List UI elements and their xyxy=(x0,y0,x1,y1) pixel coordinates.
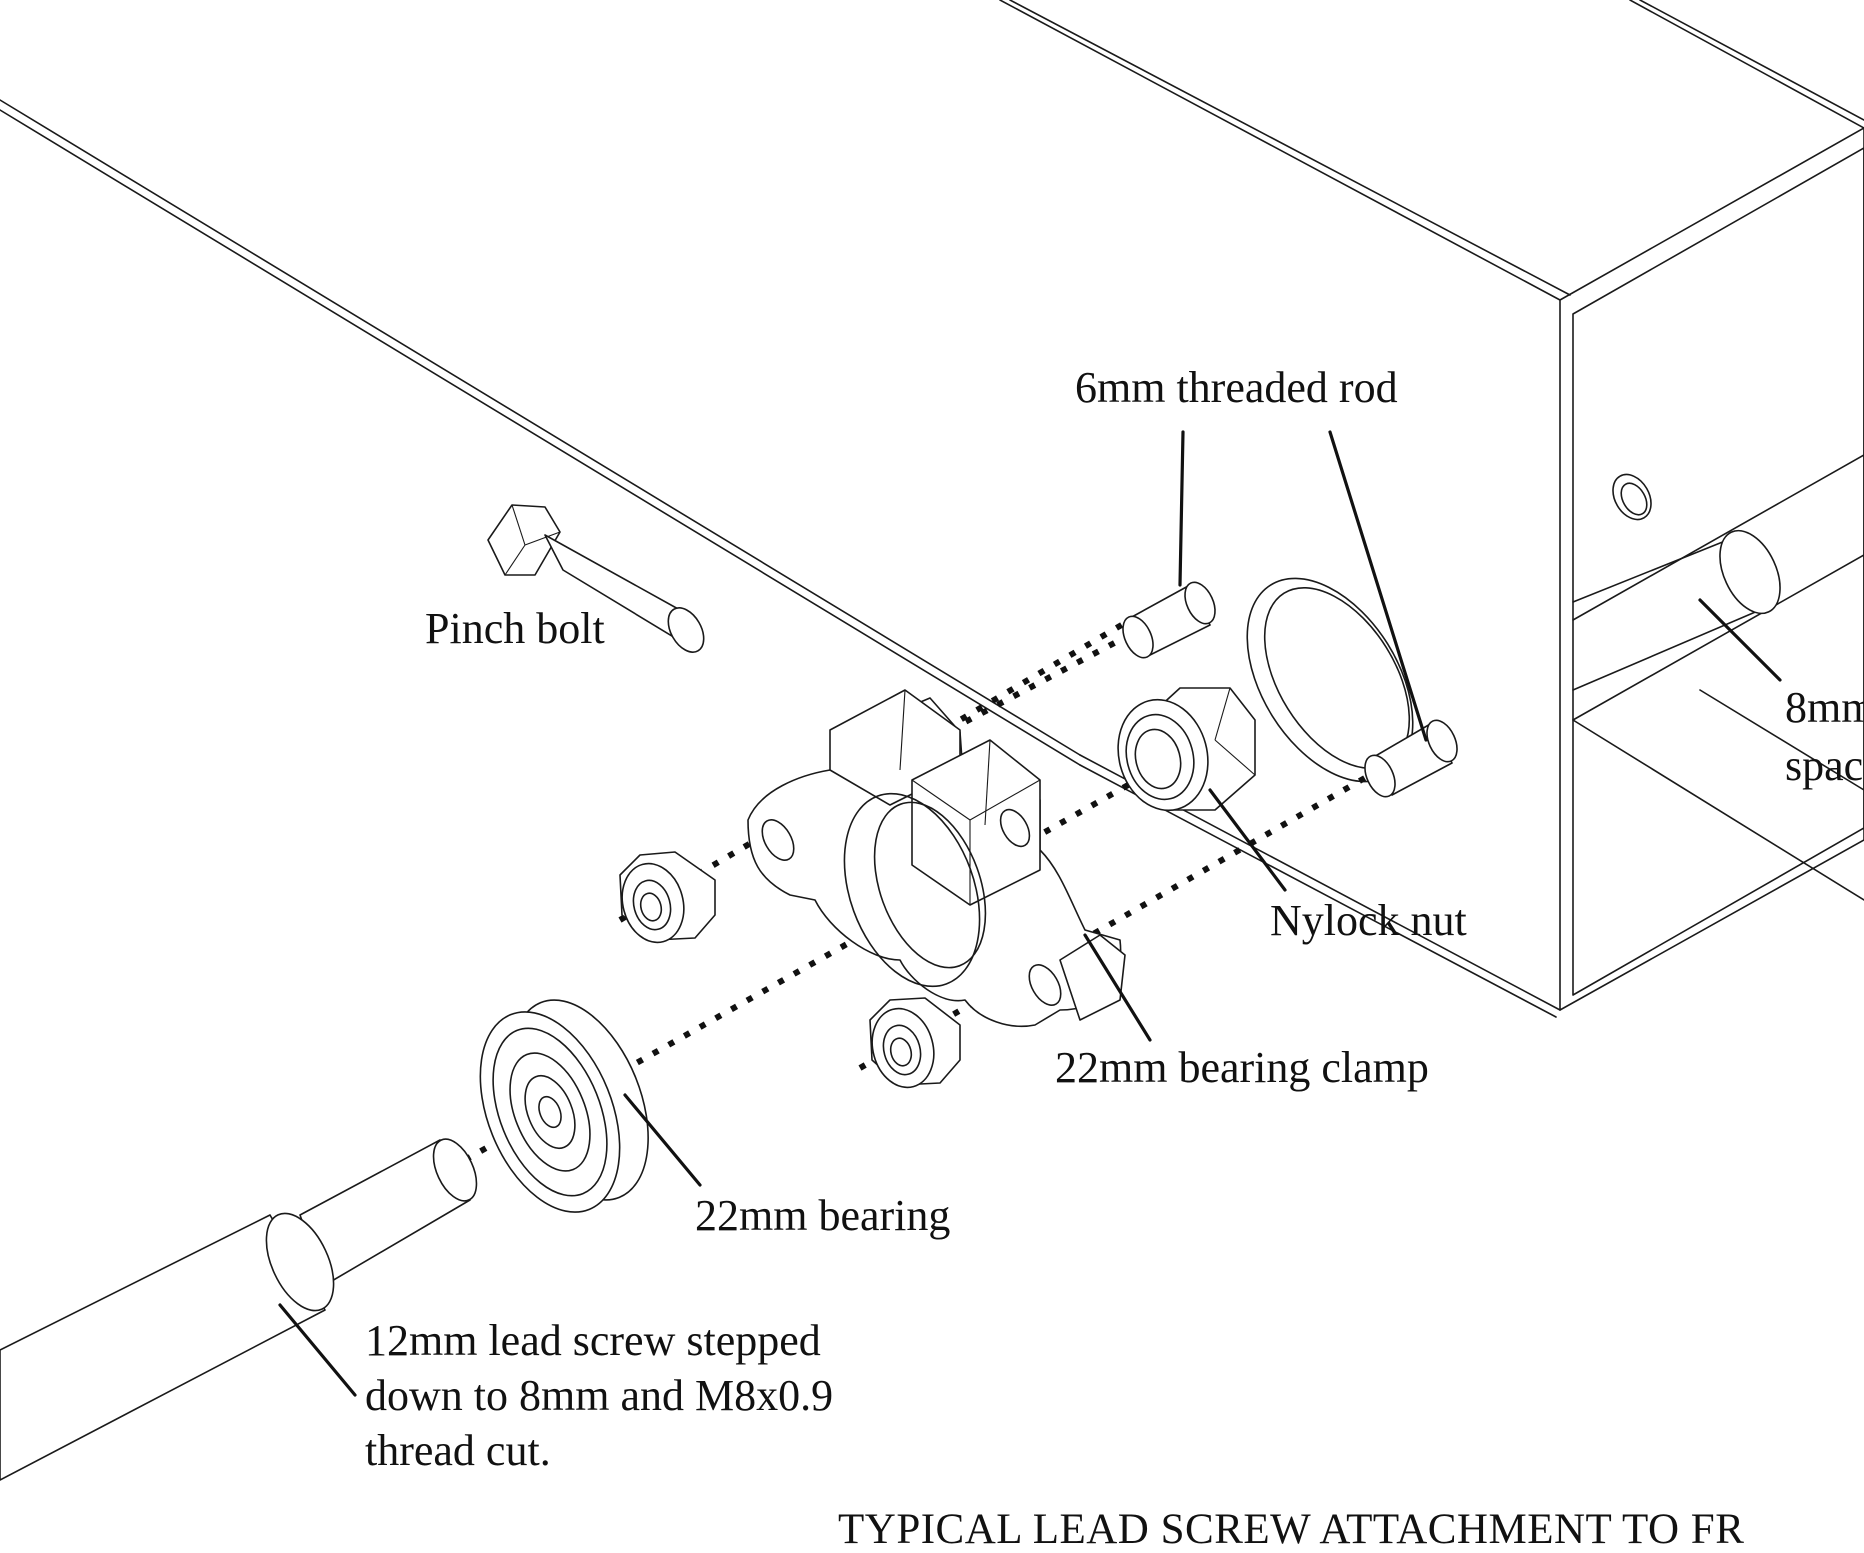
frame-tube xyxy=(0,0,1864,1018)
label-lead-screw-line2: down to 8mm and M8x0.9 xyxy=(365,1371,833,1420)
label-nylock-nut: Nylock nut xyxy=(1270,896,1467,945)
bearing-22mm xyxy=(479,999,649,1213)
small-nut-lower xyxy=(869,997,961,1089)
label-lead-screw-line1: 12mm lead screw stepped xyxy=(365,1316,821,1365)
label-lead-screw-line3: thread cut. xyxy=(365,1426,551,1475)
leader-lines xyxy=(278,430,1782,1397)
threaded-rod-lower xyxy=(1364,719,1458,798)
label-bearing: 22mm bearing xyxy=(695,1191,950,1240)
label-pinch-bolt: Pinch bolt xyxy=(425,604,605,653)
nylock-nut xyxy=(1117,687,1256,812)
pinch-bolt xyxy=(487,504,705,653)
drawing-title: TYPICAL LEAD SCREW ATTACHMENT TO FR xyxy=(838,1506,1744,1553)
threaded-rod-upper xyxy=(1122,581,1216,659)
label-spacer-line1: 8mm xyxy=(1785,683,1864,732)
assembly-axis-lines xyxy=(463,617,1372,1163)
label-bearing-clamp: 22mm bearing clamp xyxy=(1055,1043,1429,1092)
label-threaded-rod: 6mm threaded rod xyxy=(1075,363,1398,412)
small-nut-upper xyxy=(619,851,716,944)
bearing-clamp xyxy=(747,689,1126,1028)
label-spacer-line2: spac xyxy=(1785,741,1863,790)
lead-screw xyxy=(0,1138,478,1481)
